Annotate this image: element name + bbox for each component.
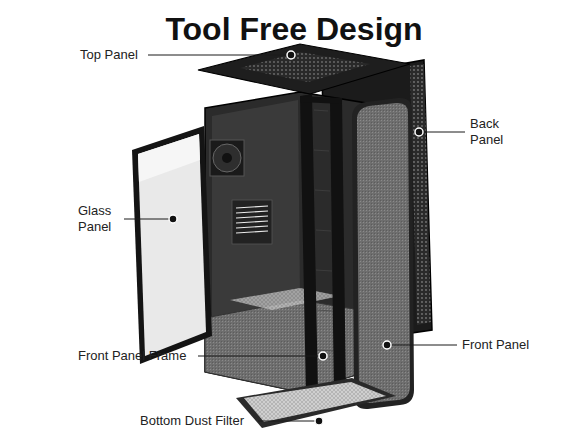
- part-label: Top Panel: [80, 47, 138, 63]
- part-label: Front Panel Frame: [78, 348, 186, 364]
- part-label: Back Panel: [470, 116, 518, 148]
- title: Tool Free Design: [0, 10, 588, 48]
- part-label: Bottom Dust Filter: [140, 413, 244, 429]
- part-label: Glass Panel: [78, 203, 122, 235]
- part-label: Front Panel: [462, 337, 529, 353]
